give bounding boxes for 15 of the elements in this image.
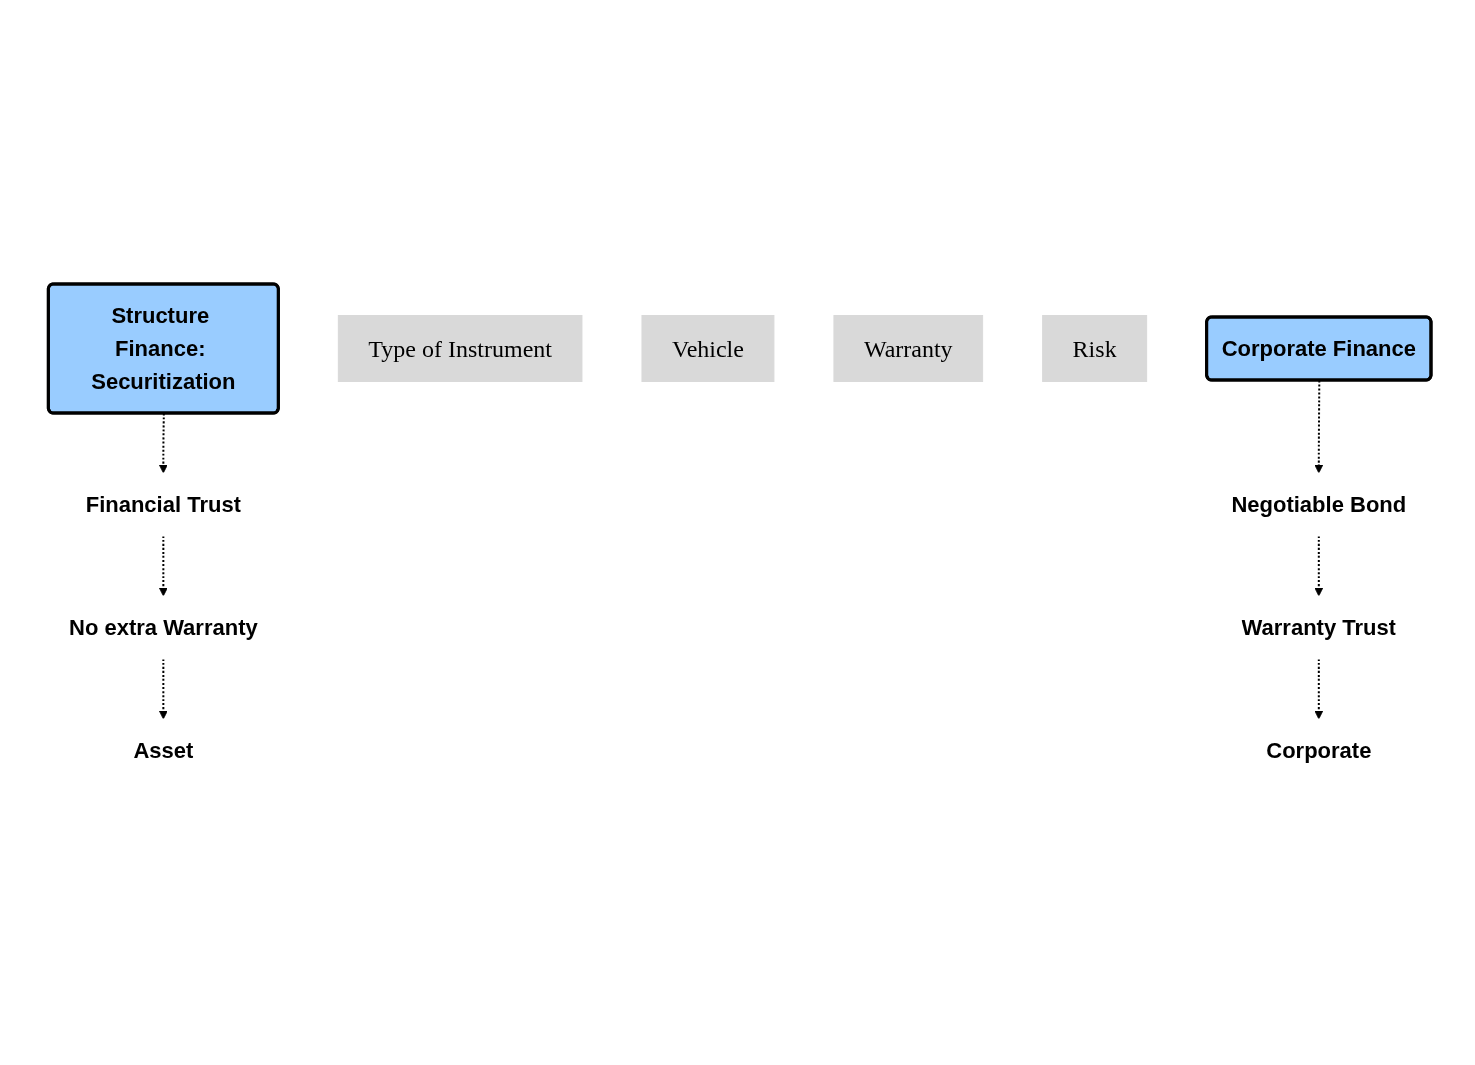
node-text: Negotiable Bond: [1231, 491, 1407, 517]
arrow: [1314, 657, 1324, 719]
node-box: Type of Instrument: [337, 314, 583, 382]
node-box: Vehicle: [641, 314, 775, 382]
node-text: Asset: [133, 737, 194, 763]
arrow: [1314, 534, 1324, 596]
arrow: [158, 657, 168, 719]
node-text: Warranty Trust: [1241, 614, 1396, 640]
node-text: No extra Warranty: [68, 614, 258, 640]
node-text: Financial Trust: [85, 491, 241, 517]
node-text: Corporate: [1266, 737, 1372, 763]
arrow: [158, 412, 168, 473]
node-box: Warranty: [833, 314, 983, 382]
node-box: Risk: [1042, 314, 1147, 382]
arrow: [158, 534, 168, 596]
